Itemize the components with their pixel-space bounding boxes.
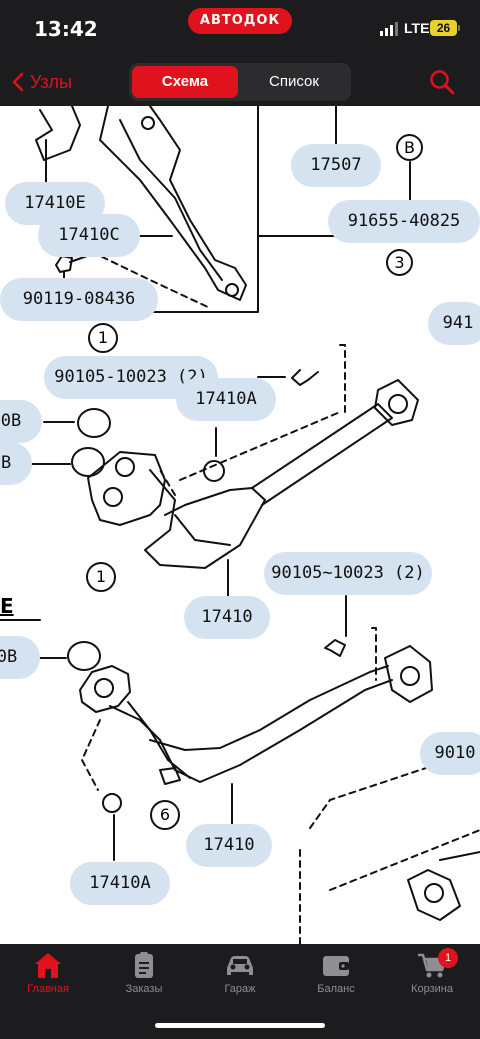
part-label[interactable]: 9010 xyxy=(420,732,480,775)
network-type: LTE xyxy=(404,20,430,36)
circle-marker-text: 1 xyxy=(97,328,109,347)
part-label[interactable]: 941 xyxy=(428,302,480,345)
tab-label: Корзина xyxy=(411,983,453,995)
segment-scheme[interactable]: Схема xyxy=(132,66,238,98)
orders-icon xyxy=(135,952,153,978)
circle-marker: 6 xyxy=(150,800,180,830)
chevron-left-icon xyxy=(12,72,24,92)
home-icon xyxy=(35,953,61,978)
wallet-icon xyxy=(323,956,349,976)
tab-home[interactable]: Главная xyxy=(0,950,96,1006)
tab-cart[interactable]: Корзина 1 xyxy=(384,948,480,1006)
back-label: Узлы xyxy=(30,71,72,92)
tab-label: Гараж xyxy=(224,983,256,995)
part-label[interactable]: 91655-40825 xyxy=(328,200,480,243)
cart-badge: 1 xyxy=(438,948,458,968)
tab-orders[interactable]: Заказы xyxy=(96,950,192,1006)
part-label[interactable]: 90105-10023 (2) xyxy=(44,356,218,399)
tab-label: Главная xyxy=(27,983,69,995)
circle-marker: 1 xyxy=(86,562,116,592)
battery-indicator: 26 xyxy=(430,20,457,36)
signal-icon xyxy=(380,22,398,36)
circle-marker-text: B xyxy=(404,138,415,157)
circle-marker: 1 xyxy=(88,323,118,353)
home-indicator xyxy=(155,1023,325,1028)
circle-marker: 3 xyxy=(386,249,413,276)
nav-bar: Узлы Схема Список xyxy=(0,58,480,106)
tab-balance[interactable]: Баланс xyxy=(288,950,384,1006)
part-label[interactable]: 0B xyxy=(0,400,42,443)
diagram-drawing xyxy=(0,106,480,944)
circle-marker-text: 3 xyxy=(394,253,405,272)
part-label[interactable]: 0B xyxy=(0,636,40,679)
part-label[interactable]: 17410A xyxy=(176,378,276,421)
tab-label: Заказы xyxy=(125,983,163,995)
clock: 13:42 xyxy=(34,17,98,41)
part-label[interactable]: 17410 xyxy=(184,596,270,639)
part-label[interactable]: 90119-08436 xyxy=(0,278,158,321)
brand-pill: АВТОДОК xyxy=(188,8,292,34)
car-icon xyxy=(227,956,253,975)
part-label[interactable]: 17410A xyxy=(70,862,170,905)
parts-diagram[interactable]: B 3 1 1 6 E 17410E 17410C 90119-08436 17… xyxy=(0,106,480,944)
part-label[interactable]: 90105~10023 (2) xyxy=(264,552,432,595)
part-label[interactable]: 17410 xyxy=(186,824,272,867)
part-label[interactable]: 17410C xyxy=(38,214,140,257)
section-letter: E xyxy=(0,594,14,618)
status-bar: 13:42 АВТОДОК LTE 26 xyxy=(0,0,480,58)
battery-tip xyxy=(458,25,460,31)
tab-garage[interactable]: Гараж xyxy=(192,950,288,1006)
search-icon[interactable] xyxy=(428,68,456,96)
view-segment-control: Схема Список xyxy=(129,63,351,101)
circle-marker-text: 1 xyxy=(95,567,107,586)
circle-marker-text: 6 xyxy=(159,805,171,824)
part-label[interactable]: 17507 xyxy=(291,144,381,187)
tab-label: Баланс xyxy=(317,983,355,995)
back-button[interactable]: Узлы xyxy=(12,68,72,96)
segment-list[interactable]: Список xyxy=(269,73,319,90)
circle-marker: B xyxy=(396,134,423,161)
